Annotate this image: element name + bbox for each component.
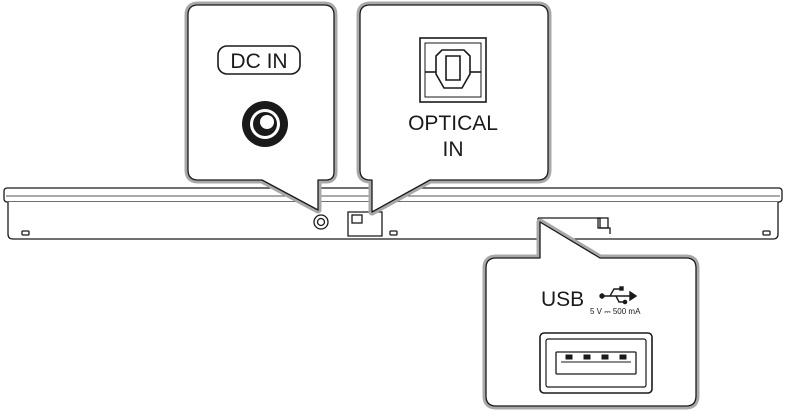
dc-jack-icon bbox=[242, 101, 288, 147]
body-optical-recess bbox=[348, 212, 382, 236]
optical-label-line2: IN bbox=[443, 138, 464, 161]
dc-in-label: DC IN bbox=[230, 50, 287, 73]
dc-in-callout: DC IN bbox=[188, 5, 334, 210]
body-dc-jack bbox=[314, 215, 328, 229]
usb-callout: USB 5 V ⎓ 500 mA bbox=[486, 222, 696, 406]
usb-spec: 5 V ⎓ 500 mA bbox=[590, 307, 641, 316]
optical-in-callout: OPTICAL IN bbox=[360, 5, 548, 212]
usb-label: USB bbox=[541, 288, 584, 311]
optical-label-line1: OPTICAL bbox=[408, 112, 498, 135]
